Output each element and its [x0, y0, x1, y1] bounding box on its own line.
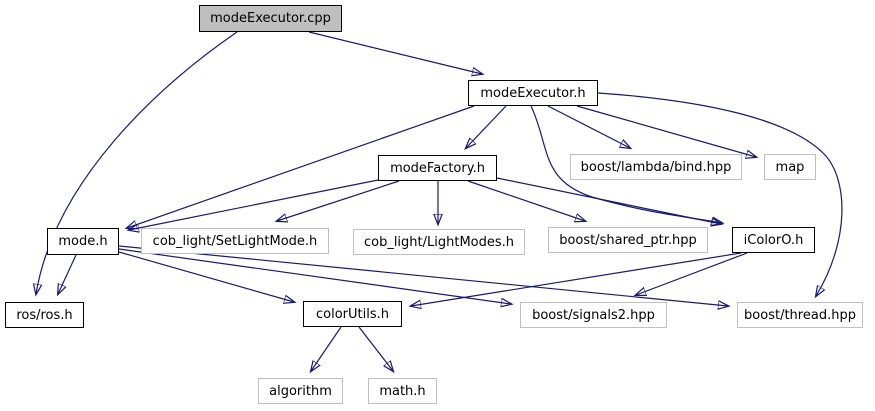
node-boost-thread-hpp: boost/thread.hpp — [737, 302, 863, 328]
edge-icoloro-h-to-colorutils-h — [411, 252, 742, 306]
edge-icoloro-h-to-boost-signals2 — [636, 252, 748, 295]
edge-colorutils-h-to-math-h — [358, 326, 393, 371]
edge-modefactory-h-to-boost-shared-ptr — [467, 180, 585, 221]
edge-modefactory-h-to-icoloro-h — [496, 177, 721, 224]
node-cob-light-setlightmode-h: cob_light/SetLightMode.h — [141, 228, 329, 254]
node-boost-shared-ptr-hpp: boost/shared_ptr.hpp — [548, 227, 708, 253]
edge-modeexecutor-h-to-modefactory-h — [466, 105, 507, 148]
edge-modeexecutor-h-to-boost-thread — [597, 92, 843, 296]
edge-modefactory-h-to-cob-setlightmode — [277, 180, 400, 221]
node-modeexecutor-h[interactable]: modeExecutor.h — [468, 80, 598, 106]
node-ros-ros-h[interactable]: ros/ros.h — [5, 302, 84, 328]
node-algorithm: algorithm — [258, 378, 343, 404]
edge-mode-h-to-ros-ros-h — [58, 254, 77, 294]
node-mode-h[interactable]: mode.h — [47, 228, 119, 255]
node-colorutils-h[interactable]: colorUtils.h — [303, 301, 402, 327]
node-cob-light-lightmodes-h: cob_light/LightModes.h — [353, 229, 525, 255]
edge-modeexecutor-h-to-boost-lambda-bind — [547, 105, 630, 148]
node-map: map — [764, 154, 816, 180]
edge-mode-h-to-boost-thread — [118, 245, 728, 306]
edge-colorutils-h-to-algorithm — [311, 326, 342, 371]
edge-modeexecutor-h-to-map — [576, 105, 756, 157]
node-boost-signals2-hpp: boost/signals2.hpp — [520, 302, 667, 328]
edge-mode-h-to-colorutils-h — [118, 251, 294, 302]
edge-modefactory-h-to-mode-h — [129, 179, 379, 230]
edge-modeexecutor-cpp-to-modeexecutor-h — [308, 31, 482, 74]
node-math-h: math.h — [368, 378, 437, 404]
edge-mode-h-to-boost-signals2 — [118, 248, 511, 304]
node-modeexecutor-cpp: modeExecutor.cpp — [199, 5, 342, 32]
node-modefactory-h[interactable]: modeFactory.h — [378, 155, 497, 181]
node-boost-lambda-bind-hpp: boost/lambda/bind.hpp — [570, 154, 742, 180]
node-icoloro-h[interactable]: iColorO.h — [732, 227, 815, 253]
edge-modeexecutor-h-to-mode-h — [127, 105, 475, 228]
